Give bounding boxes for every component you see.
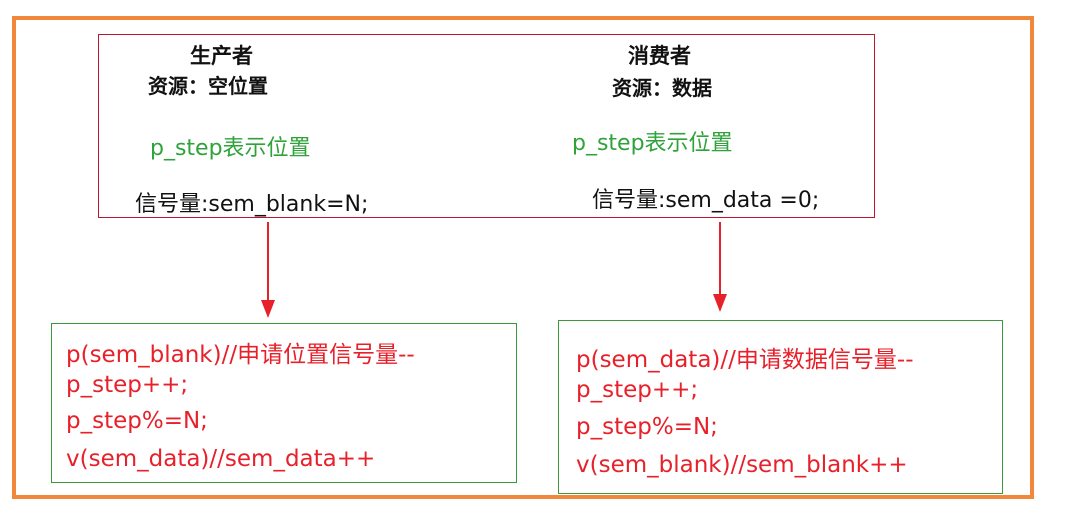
producer-semaphore: 信号量:sem_blank=N; xyxy=(135,192,369,217)
producer-code-line: v(sem_data)//sem_data++ xyxy=(66,446,376,472)
producer-arrow xyxy=(261,222,275,318)
producer-code-box xyxy=(51,323,517,483)
producer-title: 生产者 xyxy=(190,44,253,68)
consumer-step-note: p_step表示位置 xyxy=(572,131,733,156)
consumer-semaphore: 信号量:sem_data =0; xyxy=(592,188,820,213)
consumer-arrow xyxy=(713,222,727,312)
definitions-box xyxy=(98,34,875,218)
producer-code-line: p(sem_blank)//申请位置信号量-- xyxy=(66,342,415,368)
consumer-resource: 资源：数据 xyxy=(612,76,712,100)
producer-code-line: p_step%=N; xyxy=(66,408,208,434)
producer-resource: 资源：空位置 xyxy=(148,74,268,98)
consumer-code-box xyxy=(558,320,1003,494)
producer-step-note: p_step表示位置 xyxy=(150,136,311,161)
consumer-title: 消费者 xyxy=(628,44,691,68)
consumer-code-line: v(sem_blank)//sem_blank++ xyxy=(576,452,908,478)
consumer-code-line: p_step%=N; xyxy=(576,414,718,440)
producer-code-line: p_step++; xyxy=(66,372,189,398)
outer-frame xyxy=(12,16,1034,499)
consumer-code-line: p_step++; xyxy=(576,377,699,403)
consumer-code-line: p(sem_data)//申请数据信号量-- xyxy=(576,347,914,373)
